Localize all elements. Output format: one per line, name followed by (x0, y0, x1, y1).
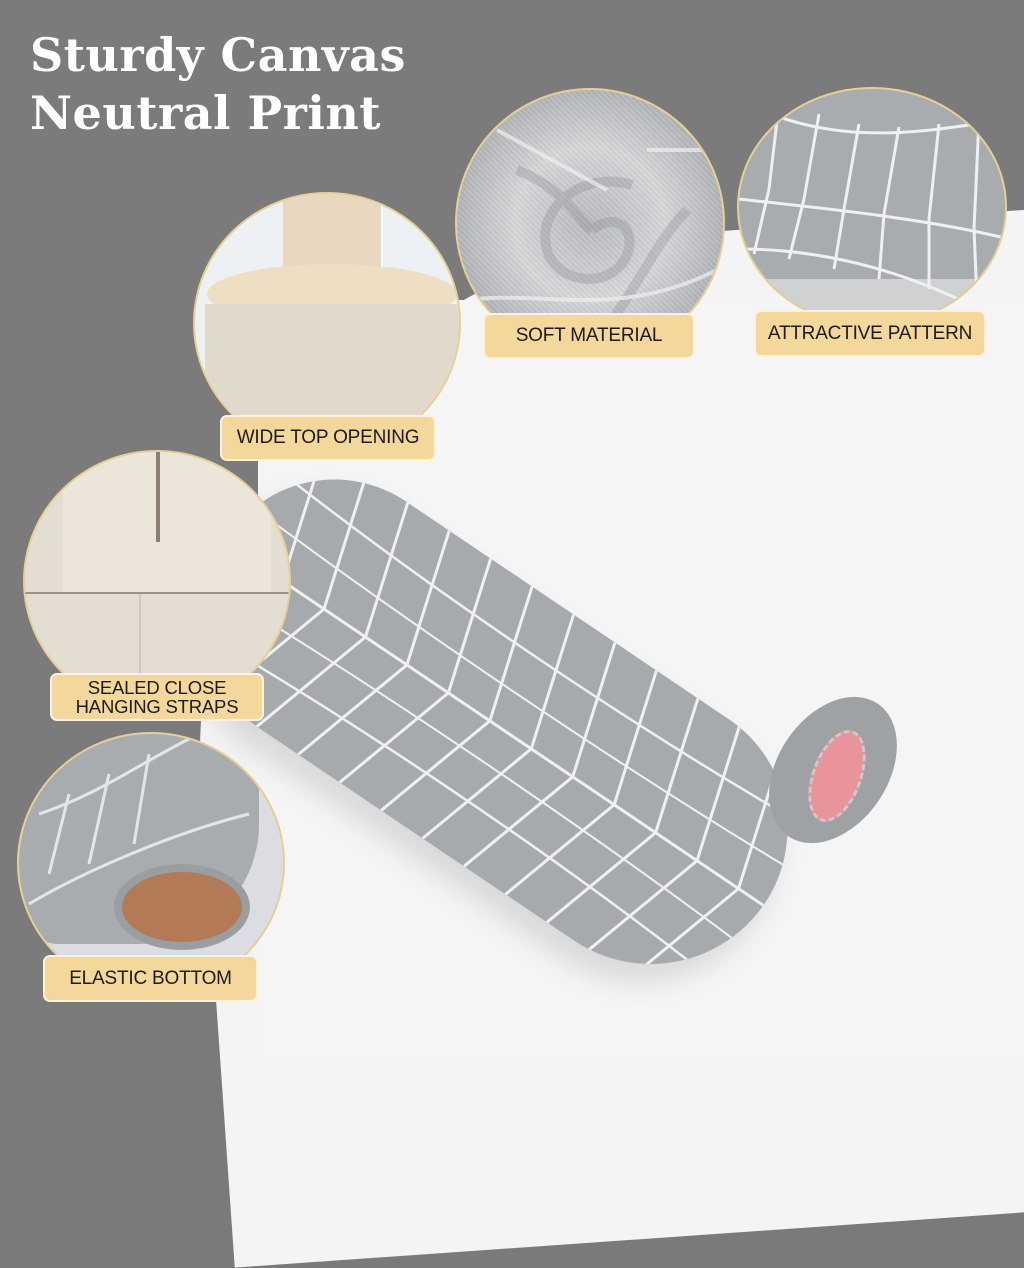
feature-label-text-line-2: HANGING STRAPS (75, 696, 239, 717)
feature-image-elastic-bottom (17, 732, 285, 994)
feature-image-attractive-pattern (737, 87, 1007, 327)
feature-label-text: WIDE TOP OPENING (236, 427, 420, 448)
chevron-pattern-icon (28, 737, 250, 906)
chevron-pattern-icon (149, 430, 815, 981)
product-bag-image (149, 430, 839, 1018)
headline-line-1: Sturdy Canvas (30, 28, 406, 82)
feature-label-elastic-bottom: ELASTIC BOTTOM (43, 955, 258, 1002)
stitch-line-vertical (139, 594, 141, 710)
feature-label-text: ATTRACTIVE PATTERN (767, 322, 973, 344)
feature-label-text: SOFT MATERIAL (515, 325, 663, 346)
feature-label-text: ELASTIC BOTTOM (69, 967, 232, 989)
feature-label-text-line-1: SEALED CLOSE (87, 677, 227, 698)
elastic-opening (114, 864, 250, 950)
feature-label-attractive-pattern: ATTRACTIVE PATTERN (754, 310, 986, 357)
strap-seam (156, 452, 160, 542)
hanging-strap (63, 452, 271, 592)
headline-line-2: Neutral Print (30, 86, 382, 140)
feature-label-hanging-straps: SEALED CLOSE HANGING STRAPS (50, 673, 264, 721)
fabric-swirl-icon (466, 128, 718, 344)
feature-label-soft-material: SOFT MATERIAL (483, 313, 695, 359)
headline: Sturdy Canvas Neutral Print (30, 26, 406, 142)
chevron-pattern-icon (739, 103, 1005, 325)
feature-image-hanging-straps (23, 450, 291, 712)
stitch-line (25, 592, 289, 594)
